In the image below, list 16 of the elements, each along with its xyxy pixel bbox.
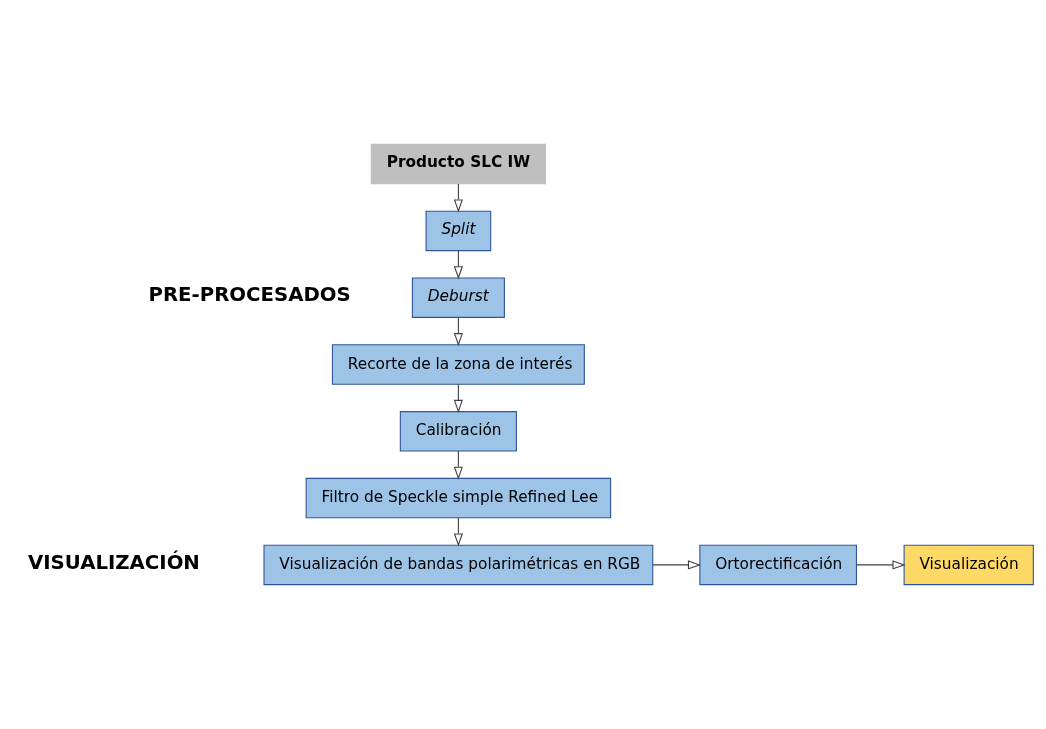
arrow [453, 383, 463, 413]
node-box: Recorte de la zona de interés [331, 344, 585, 385]
node-box: Filtro de Speckle simple Refined Lee [305, 477, 612, 519]
label: PRE-PROCESADOS [148, 283, 351, 307]
node-box: Visualización de bandas polarimétricas en RGB [263, 544, 654, 586]
arrow [453, 450, 463, 480]
arrow [652, 560, 702, 570]
arrow [453, 316, 463, 347]
label: VISUALIZACIÓN [28, 550, 200, 574]
node-box: Visualización [903, 544, 1034, 586]
node-box: Calibración [399, 411, 517, 452]
arrow [856, 560, 906, 570]
node-box: Producto SLC IW [370, 143, 546, 185]
node-box: Deburst [411, 277, 505, 318]
node-box: Ortorectificación [699, 544, 857, 586]
node-box: Split [425, 210, 492, 252]
